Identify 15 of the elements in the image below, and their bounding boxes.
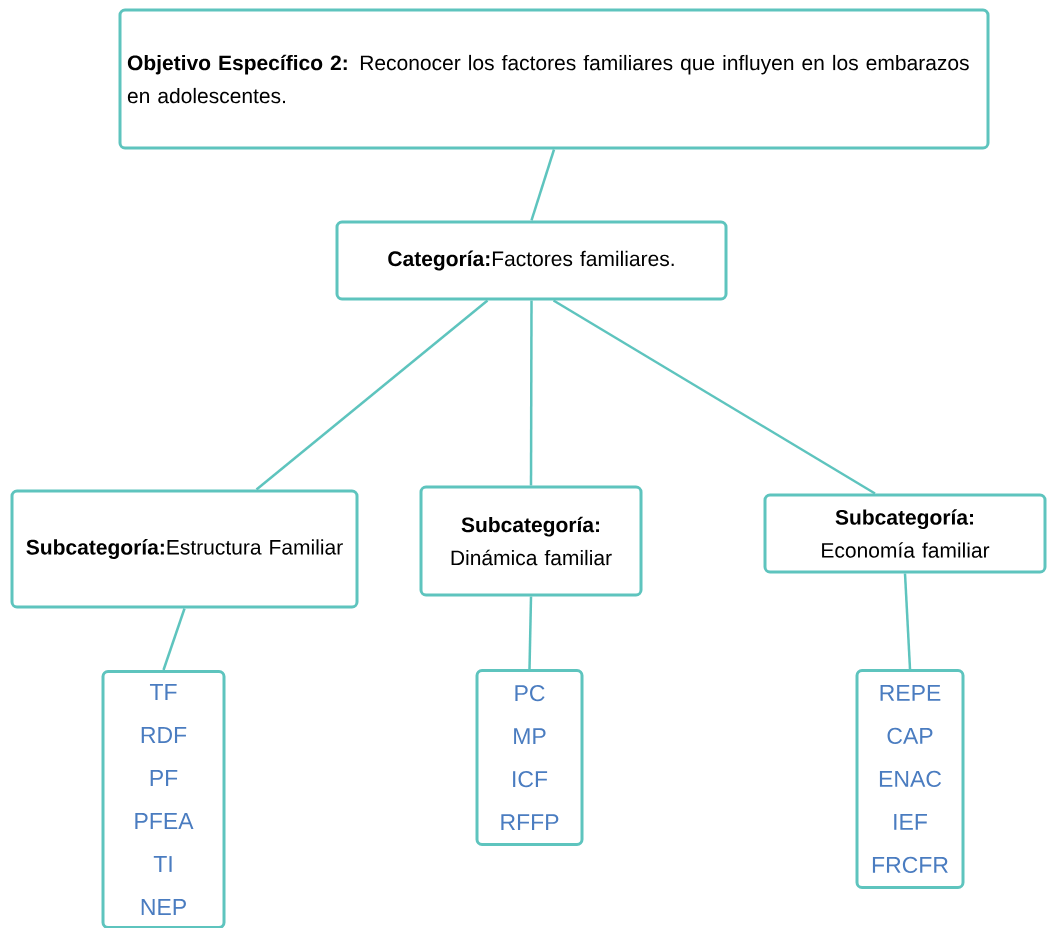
text-box: Subcategoría: Dinámica familiar [419, 485, 643, 597]
connector-line [162, 608, 186, 671]
code-list-box: PC MP ICF RFFP [475, 669, 584, 846]
code-list-box: REPE CAP ENAC IEF FRCFR [855, 669, 965, 889]
code-list-box: TF RDF PF PFEA TI NEP [101, 670, 226, 928]
text-box: Objetivo Específico 2: Reconocer los factores familiares que influyen en los embarazos en adolescentes. [118, 8, 990, 150]
connector-line [552, 299, 876, 495]
text-box: Subcategoría: Economía familiar [763, 493, 1047, 574]
text-box: Subcategoría:Estructura Familiar [10, 489, 359, 609]
connector-line [903, 573, 912, 670]
text-box: Categoría:Factores familiares. [335, 220, 728, 301]
connector-line [528, 596, 533, 670]
connector-line [530, 149, 556, 221]
connector-line [255, 299, 489, 491]
connector-line [529, 300, 533, 486]
